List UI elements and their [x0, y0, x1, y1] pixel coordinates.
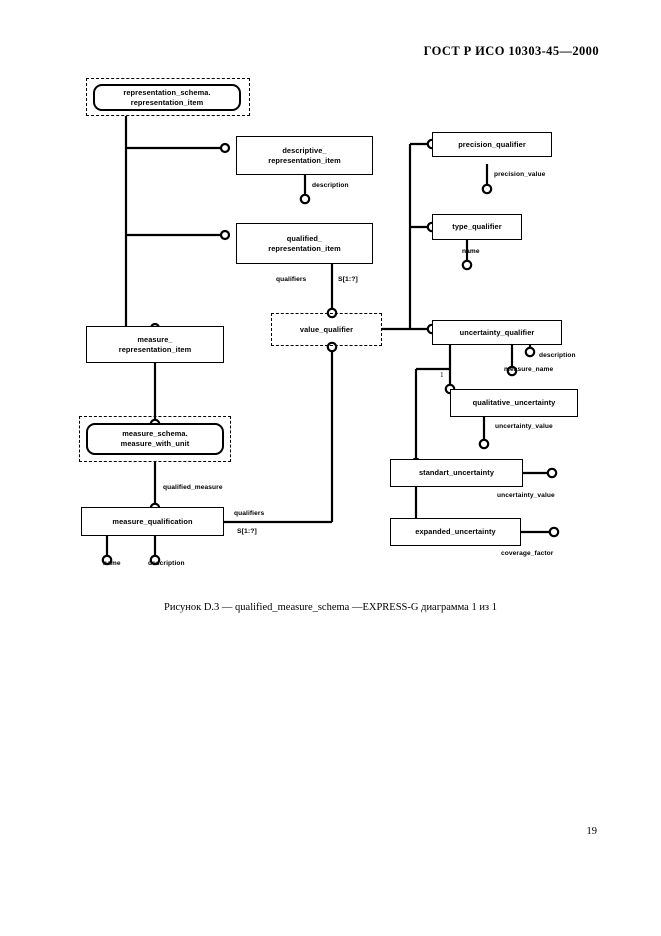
edge-label-qualifiers-measure-qualification-cardinality: S[1:?] — [237, 528, 257, 535]
edge-label-name-measure-qualification: name — [103, 560, 121, 567]
node-standard-uncertainty[interactable]: standart_uncertainty — [390, 459, 523, 487]
node-value-qualifier-label: value_qualifier — [299, 324, 354, 334]
node-qualified-representation-item-label: qualified_ representation_item — [268, 233, 341, 253]
node-qualitative-uncertainty-label: qualitative_uncertainty — [472, 398, 556, 407]
edge-label-name-type-qualifier: name — [462, 248, 480, 255]
edge-label-qualified-measure: qualified_measure — [163, 484, 223, 491]
node-measure-representation-item-label: measure_ representation_item — [118, 334, 192, 354]
node-precision-qualifier-label: precision_qualifier — [458, 139, 526, 149]
edge-label-qualifiers-measure-qualification: qualifiers — [234, 510, 265, 517]
node-representation-item-frame — [86, 78, 250, 116]
edge-label-description-descriptive: description — [312, 182, 349, 189]
node-descriptive-representation-item[interactable]: descriptive_ representation_item — [236, 136, 373, 175]
edge-label-uncertainty-value-qualitative: uncertainty_value — [495, 423, 553, 430]
edge-label-subtype-index-1: 1 — [440, 371, 444, 379]
node-expanded-uncertainty-label: expanded_uncertainty — [415, 527, 496, 536]
node-uncertainty-qualifier-label: uncertainty_qualifier — [459, 327, 535, 337]
node-measure-representation-item[interactable]: measure_ representation_item — [86, 326, 224, 363]
node-qualitative-uncertainty[interactable]: qualitative_uncertainty — [450, 389, 578, 417]
edge-label-qualifiers-qualified-item: qualifiers — [276, 276, 307, 283]
node-measure-with-unit-frame — [79, 416, 231, 462]
node-type-qualifier-label: type_qualifier — [452, 222, 502, 231]
node-standard-uncertainty-label: standart_uncertainty — [418, 468, 495, 477]
figure-caption: Рисунок D.3 — qualified_measure_schema —… — [164, 602, 497, 613]
express-g-diagram: representation_schema. representation_it… — [79, 78, 578, 567]
node-expanded-uncertainty[interactable]: expanded_uncertainty — [390, 518, 521, 546]
node-representation-item-label: representation_schema. representation_it… — [123, 87, 211, 107]
edge-label-coverage-factor: coverage_factor — [501, 550, 554, 557]
node-type-qualifier[interactable]: type_qualifier — [432, 214, 522, 240]
edge-label-measure-name-uncertainty-qualifier: measure_name — [504, 366, 554, 373]
edge-label-description-measure-qualification: description — [148, 560, 185, 567]
document-standard-header: ГОСТ Р ИСО 10303-45—2000 — [423, 44, 599, 58]
node-measure-qualification-label: measure_qualification — [112, 516, 193, 526]
page-number: 19 — [586, 826, 598, 837]
edge-label-qualifiers-qualified-item-cardinality: S[1:?] — [338, 276, 358, 283]
node-representation-item[interactable]: representation_schema. representation_it… — [93, 84, 241, 111]
node-measure-with-unit[interactable]: measure_schema. measure_with_unit — [86, 423, 224, 455]
node-descriptive-representation-item-label: descriptive_ representation_item — [268, 145, 341, 165]
edge-label-uncertainty-value-standard: uncertainty_value — [497, 492, 555, 499]
node-value-qualifier[interactable]: value_qualifier — [271, 313, 382, 346]
node-precision-qualifier[interactable]: precision_qualifier — [432, 132, 552, 157]
node-uncertainty-qualifier[interactable]: uncertainty_qualifier — [432, 320, 562, 345]
edge-label-precision-value: precision_value — [494, 171, 546, 178]
node-measure-with-unit-label: measure_schema. measure_with_unit — [120, 429, 190, 448]
node-qualified-representation-item[interactable]: qualified_ representation_item — [236, 223, 373, 264]
node-measure-qualification[interactable]: measure_qualification — [81, 507, 224, 536]
edge-label-description-uncertainty-qualifier: description — [539, 352, 576, 359]
